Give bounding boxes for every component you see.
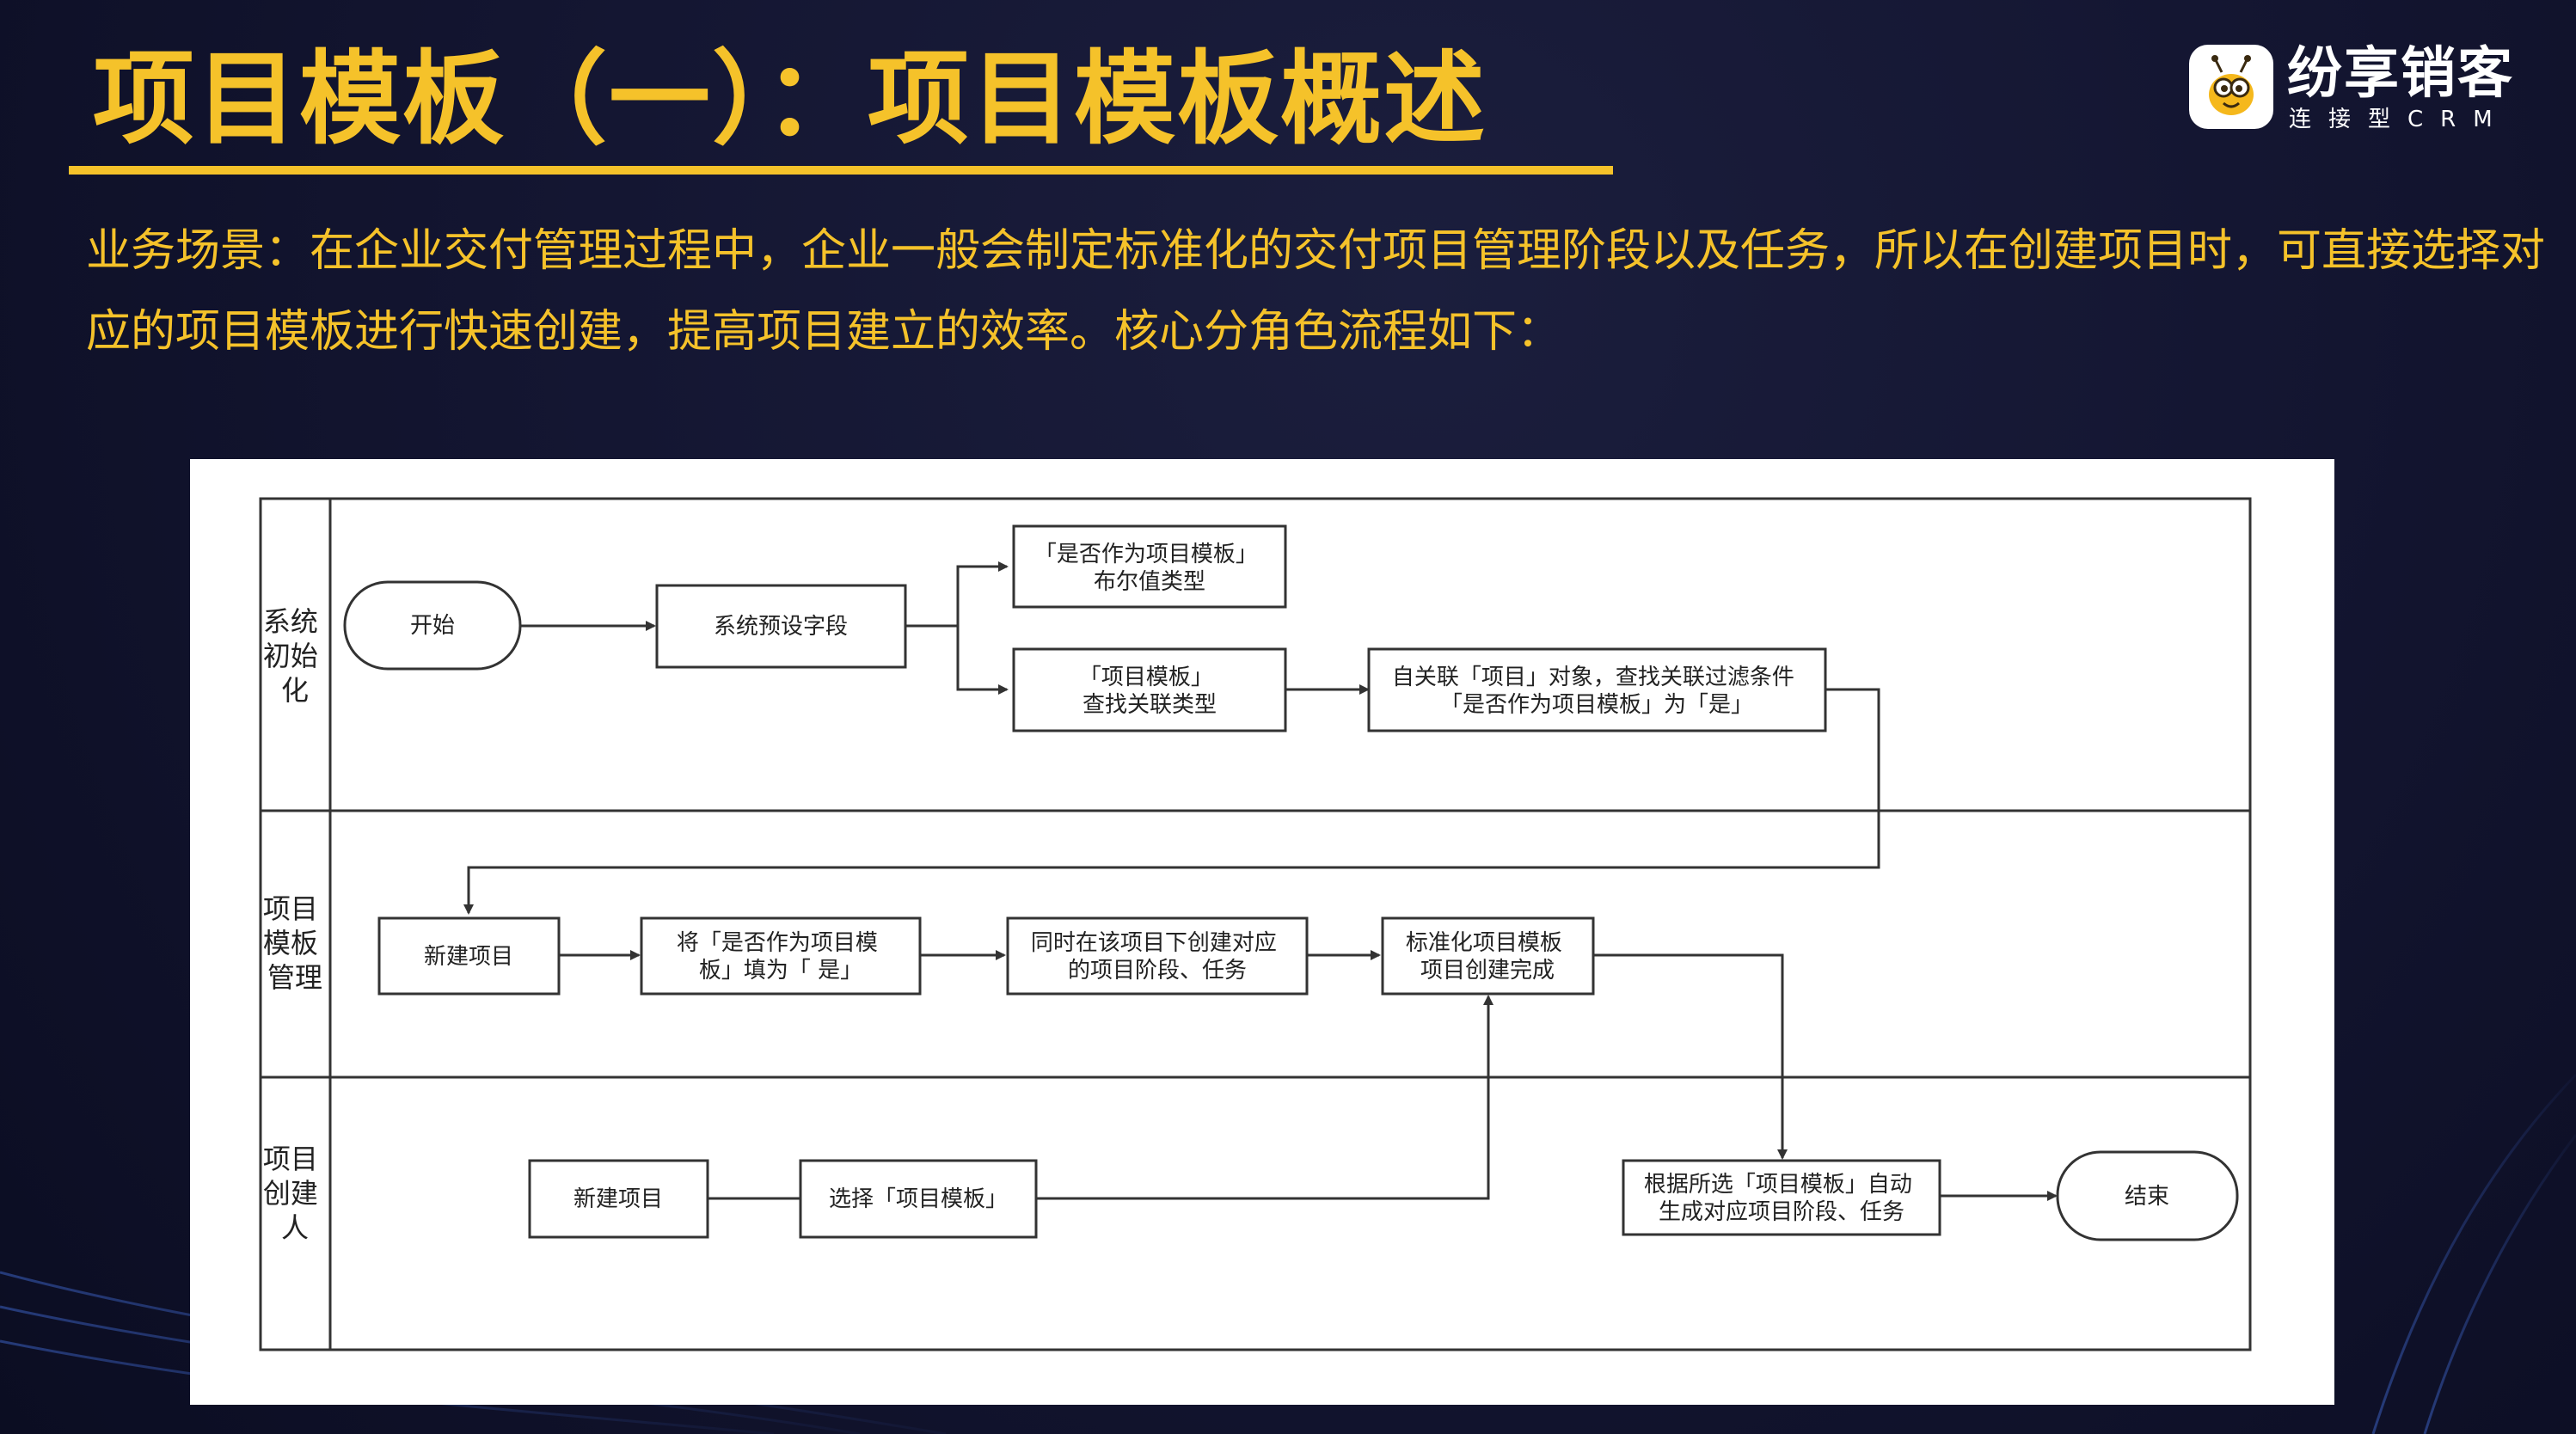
node-end: 结束 [2056,1150,2239,1241]
bee-logo-icon [2189,45,2273,129]
node-create-stages-tasks: 同时在该项目下创建对应 的项目阶段、任务 [1006,916,1309,996]
scenario-description: 业务场景：在企业交付管理过程中，企业一般会制定标准化的交付项目管理阶段以及任务，… [86,225,2546,358]
page-title: 项目模板（一）：项目模板概述 [93,40,1487,158]
brand-name: 纷享销客 [2287,42,2514,106]
brand-slogan: 连接型CRM [2289,107,2510,132]
node-label: 选择「项目模板」 [829,1186,1008,1212]
node-label: 新建项目 [424,944,513,970]
connector [1593,953,1788,1160]
node-label: 标准化项目模板 项目创建完成 [1406,930,1569,984]
node-label: 同时在该项目下创建对应 的项目阶段、任务 [1031,930,1284,984]
node-start: 开始 [343,580,522,671]
connector [956,626,1009,695]
title-underline [69,166,1613,175]
node-self-lookup-filter: 自关联「项目」对象，查找关联过滤条件 「是否作为项目模板」为「是」 [1367,647,1827,732]
connector [905,561,1009,628]
node-label: 「项目模板」 查找关联类型 [1079,665,1220,718]
swimlane-frame [259,497,2252,1351]
node-lookup-field: 「项目模板」 查找关联类型 [1012,647,1287,732]
node-label: 「是否作为项目模板」 布尔值类型 [1034,542,1265,595]
node-label: 自关联「项目」对象，查找关联过滤条件 「是否作为项目模板」为「是」 [1392,665,1801,718]
connectors [463,561,2058,1201]
node-auto-generate: 根据所选「项目模板」自动 生成对应项目阶段、任务 [1622,1159,1941,1236]
node-template-done: 标准化项目模板 项目创建完成 [1381,916,1595,996]
node-label: 系统预设字段 [714,614,848,640]
brand-logo: 纷享销客 连接型CRM [2189,42,2550,139]
node-set-as-template: 将「是否作为项目模 板」填为「 是」 [640,916,922,996]
node-label: 开始 [410,613,455,639]
node-label: 结束 [2125,1184,2169,1210]
node-bool-field: 「是否作为项目模板」 布尔值类型 [1012,524,1287,609]
connector [1036,995,1493,1200]
node-select-template: 选择「项目模板」 [799,1159,1038,1239]
flowchart-canvas: 系统 初始 化 项目 模板 管理 项目 创建 人 [190,459,2334,1405]
node-system-preset-fields: 系统预设字段 [655,584,907,669]
connector [463,688,1880,915]
node-new-project-creator: 新建项目 [528,1159,709,1239]
lane-label-project-creator: 项目 创建 人 [263,1143,327,1244]
lane-label-system-init: 系统 初始 化 [263,605,327,707]
node-label: 将「是否作为项目模 板」填为「 是」 [677,930,885,984]
node-label: 新建项目 [573,1186,663,1212]
swimlane-flowchart: 系统 初始 化 项目 模板 管理 项目 创建 人 [259,497,2252,1351]
lane-label-template-management: 项目 模板 管理 [263,892,327,994]
node-new-project-template: 新建项目 [377,916,561,996]
node-label: 根据所选「项目模板」自动 生成对应项目阶段、任务 [1644,1172,1919,1225]
